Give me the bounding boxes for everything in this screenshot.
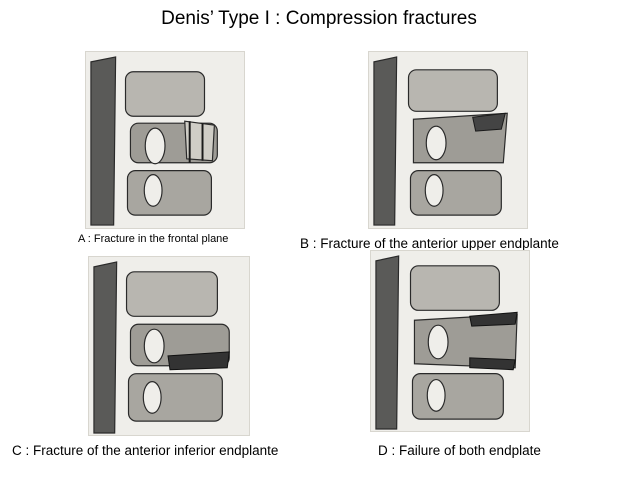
figure-c-illustration bbox=[88, 256, 250, 436]
figure-a-illustration bbox=[85, 51, 245, 229]
figure-b-caption: B : Fracture of the anterior upper endpl… bbox=[300, 236, 559, 251]
figure-d-caption: D : Failure of both endplate bbox=[378, 443, 541, 458]
figure-c-caption: C : Fracture of the anterior inferior en… bbox=[12, 443, 279, 458]
figure-a-caption: A : Fracture in the frontal plane bbox=[78, 233, 229, 245]
slide-title: Denis’ Type I : Compression fractures bbox=[161, 8, 477, 29]
figure-d-illustration bbox=[370, 250, 530, 432]
figure-b-illustration bbox=[368, 51, 528, 229]
